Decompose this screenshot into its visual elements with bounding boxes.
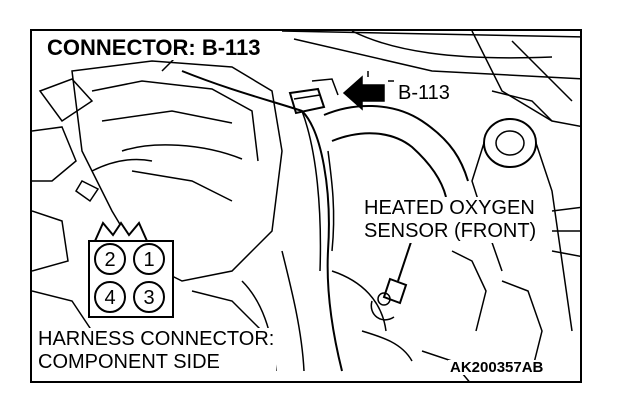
pin-2-circle (94, 243, 126, 275)
harness-label-line-2: COMPONENT SIDE (38, 351, 220, 373)
pin-2-number: 2 (104, 249, 115, 271)
harness-label: HARNESS CONNECTOR: COMPONENT SIDE (36, 328, 277, 374)
engine-bay-illustration (32, 31, 580, 381)
connector-face-diagram: 2 1 4 3 (88, 221, 174, 318)
figure-code: AK200357AB (448, 359, 546, 376)
pin-3-number: 3 (143, 287, 154, 309)
diagram-frame: 2 1 4 3 CONNECTOR: B-113 B-113 HEATED OX… (30, 29, 582, 383)
sensor-label-line-2: SENSOR (FRONT) (364, 220, 537, 242)
sensor-label: HEATED OXYGEN SENSOR (FRONT) (362, 197, 539, 243)
pin-1-number: 1 (143, 249, 154, 271)
harness-label-line-1: HARNESS CONNECTOR: (38, 328, 275, 350)
connector-lock-tab (94, 221, 148, 242)
pin-4-circle (94, 281, 126, 313)
diagram-title: CONNECTOR: B-113 (44, 36, 264, 60)
pin-4-number: 4 (104, 287, 115, 309)
connector-callout-label: B-113 (396, 82, 452, 104)
pin-3-circle (133, 281, 165, 313)
sensor-label-line-1: HEATED OXYGEN (364, 197, 535, 219)
pin-1-circle (133, 243, 165, 275)
